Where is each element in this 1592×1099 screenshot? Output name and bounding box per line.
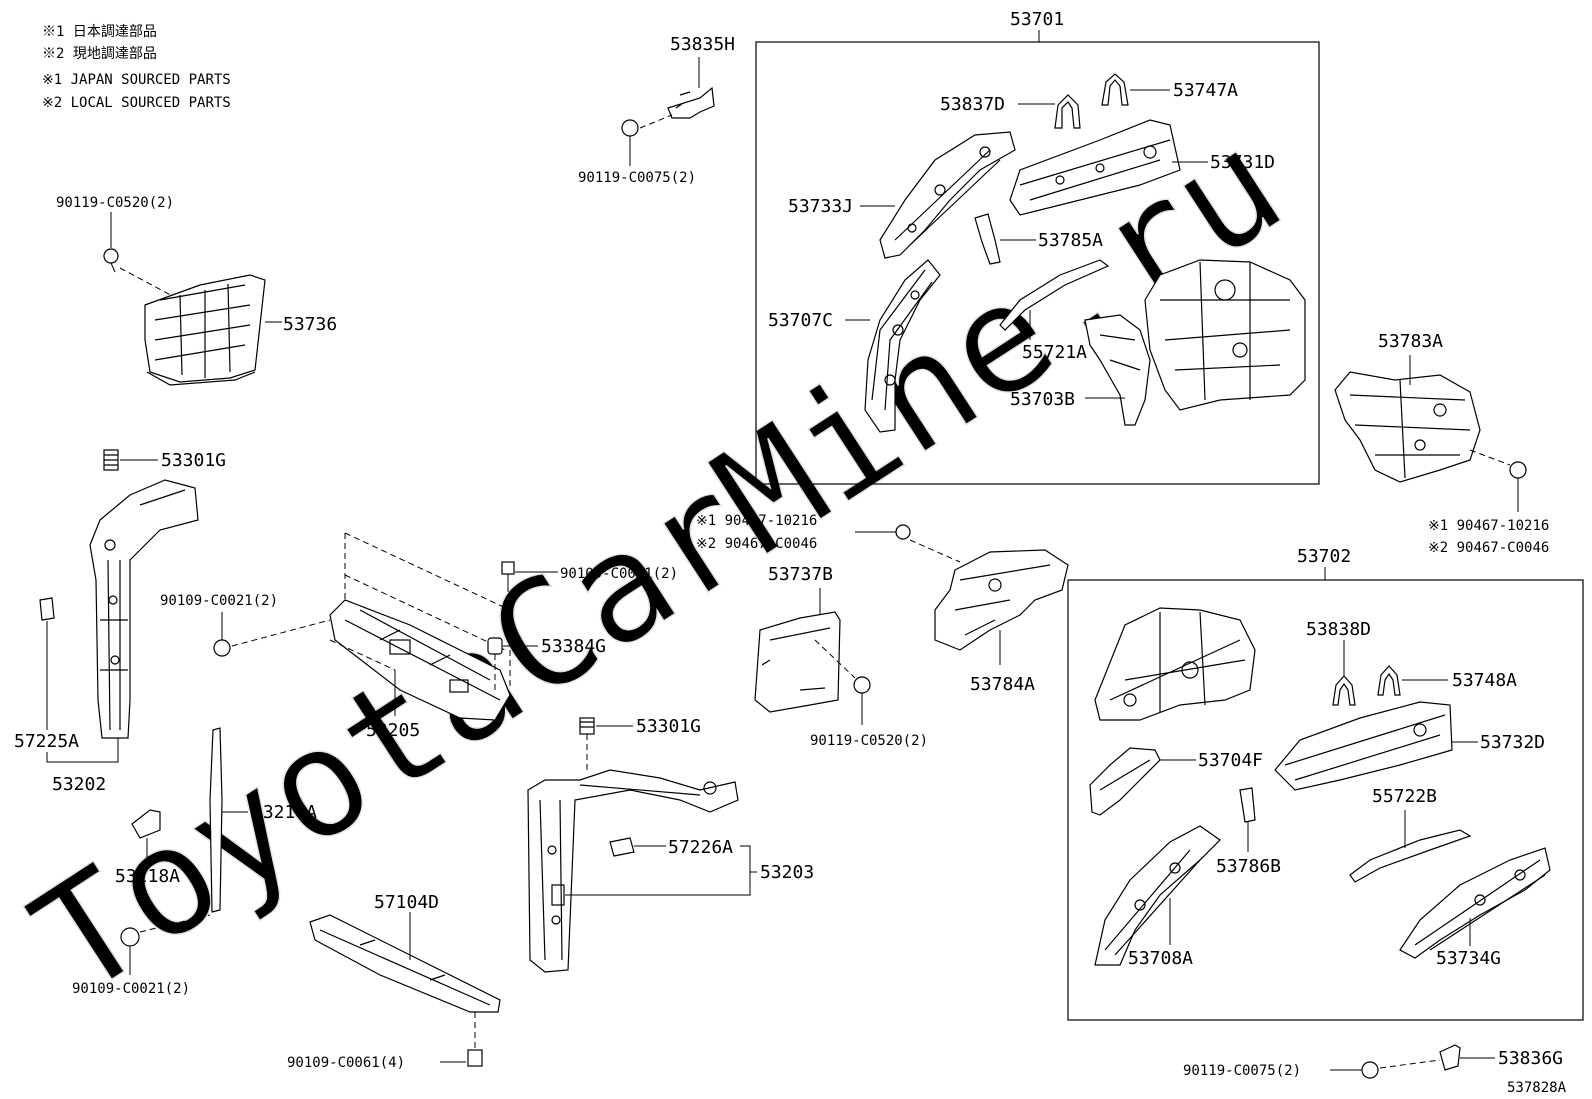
label-53218A[interactable]: 53218A — [115, 866, 180, 887]
label-53707C[interactable]: 53707C — [768, 310, 833, 331]
label-53703B[interactable]: 53703B — [1010, 389, 1075, 410]
label-53203[interactable]: 53203 — [760, 862, 814, 883]
group-label-53702[interactable]: 53702 — [1297, 546, 1351, 567]
part-53736-drawing — [103, 248, 282, 386]
watermark: ToyotaCarMine.ru — [5, 97, 1312, 1030]
part-53217A-drawing — [120, 727, 248, 975]
label-90109-C0021-mid[interactable]: 90109-C0021(2) — [160, 593, 278, 609]
label-53734G[interactable]: 53734G — [1436, 948, 1501, 969]
label-90119-C0075-top[interactable]: 90119-C0075(2) — [578, 170, 696, 186]
group-53701-parts — [845, 73, 1306, 433]
label-53736[interactable]: 53736 — [283, 314, 337, 335]
label-53733J[interactable]: 53733J — [788, 196, 853, 217]
part-53205-drawing — [213, 532, 515, 721]
label-53217A[interactable]: 53217A — [252, 802, 317, 823]
label-90109-C0061[interactable]: 90109-C0061(4) — [287, 1055, 405, 1071]
label-53202[interactable]: 53202 — [52, 774, 106, 795]
label-90467-C0046-right[interactable]: ※2 90467-C0046 — [1428, 540, 1549, 556]
label-53784A[interactable]: 53784A — [970, 674, 1035, 695]
label-53783A[interactable]: 53783A — [1378, 331, 1443, 352]
group-53701: 53701 — [755, 9, 1320, 485]
part-57104D-drawing — [309, 912, 501, 1067]
label-53836G[interactable]: 53836G — [1498, 1048, 1563, 1069]
label-57225A[interactable]: 57225A — [14, 731, 79, 752]
label-53747A[interactable]: 53747A — [1173, 80, 1238, 101]
label-55721A[interactable]: 55721A — [1022, 342, 1087, 363]
label-53301G-left[interactable]: 53301G — [161, 450, 226, 471]
label-53838D[interactable]: 53838D — [1306, 619, 1371, 640]
figure-id: 537828A — [1507, 1080, 1567, 1096]
part-53202-drawing — [39, 449, 199, 739]
label-57226A[interactable]: 57226A — [668, 837, 733, 858]
label-53785A[interactable]: 53785A — [1038, 230, 1103, 251]
note-japan-en: ※1 JAPAN SOURCED PARTS — [42, 72, 231, 88]
note-local-jp: ※2 現地調達部品 — [42, 46, 157, 62]
label-55722B[interactable]: 55722B — [1372, 786, 1437, 807]
label-90119-C0520-top[interactable]: 90119-C0520(2) — [56, 195, 174, 211]
note-local-en: ※2 LOCAL SOURCED PARTS — [42, 95, 231, 111]
label-53704F[interactable]: 53704F — [1198, 750, 1263, 771]
label-53837D[interactable]: 53837D — [940, 94, 1005, 115]
label-53835H[interactable]: 53835H — [670, 34, 735, 55]
note-japan-jp: ※1 日本調達部品 — [42, 24, 157, 40]
label-90109-C0021-bot[interactable]: 90109-C0021(2) — [72, 981, 190, 997]
part-53203-drawing — [527, 717, 757, 973]
label-53384G[interactable]: 53384G — [541, 636, 606, 657]
label-90119-C0075-bot[interactable]: 90119-C0075(2) — [1183, 1063, 1301, 1079]
part-53737B-drawing — [754, 588, 871, 725]
part-53783A-drawing — [1334, 355, 1527, 512]
group-53702-parts — [1089, 607, 1551, 966]
label-90119-C0520-mid[interactable]: 90119-C0520(2) — [810, 733, 928, 749]
label-53731D[interactable]: 53731D — [1210, 152, 1275, 173]
part-53835H-drawing — [621, 57, 715, 166]
label-90467-10216-right[interactable]: ※1 90467-10216 — [1428, 518, 1549, 534]
group-box-53701 — [755, 41, 1320, 485]
label-53205[interactable]: 53205 — [366, 720, 420, 741]
label-53748A[interactable]: 53748A — [1452, 670, 1517, 691]
part-53784A-drawing — [855, 524, 1069, 665]
part-53836G-drawing — [1330, 1044, 1495, 1079]
label-57104D[interactable]: 57104D — [374, 892, 439, 913]
label-53737B[interactable]: 53737B — [768, 564, 833, 585]
label-53708A[interactable]: 53708A — [1128, 948, 1193, 969]
label-53786B[interactable]: 53786B — [1216, 856, 1281, 877]
group-label-53701[interactable]: 53701 — [1010, 9, 1064, 30]
label-90467-C0046-mid[interactable]: ※2 90467-C0046 — [696, 536, 817, 552]
header-notes: ※1 日本調達部品 ※2 現地調達部品 ※1 JAPAN SOURCED PAR… — [42, 24, 231, 111]
label-53732D[interactable]: 53732D — [1480, 732, 1545, 753]
group-53702: 53702 — [1067, 546, 1584, 1021]
label-90467-10216-mid[interactable]: ※1 90467-10216 — [696, 513, 817, 529]
label-90109-C0021-top[interactable]: 90109-C0021(2) — [560, 566, 678, 582]
label-53301G-mid[interactable]: 53301G — [636, 716, 701, 737]
